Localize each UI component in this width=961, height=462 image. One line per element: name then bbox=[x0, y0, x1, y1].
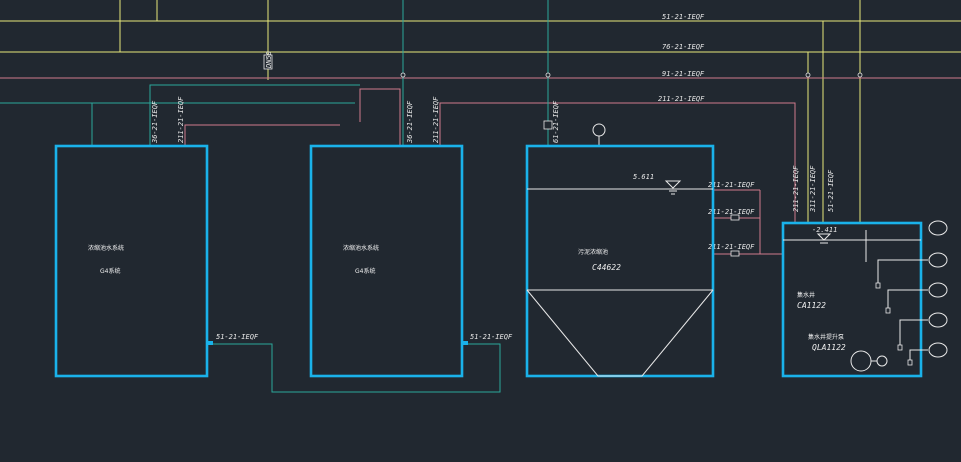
pipe-labels-vertical: 36-21-IEQF 211-21-IEQF 36-21-IEQF 211-21… bbox=[151, 96, 835, 213]
pipe-line-211 bbox=[439, 102, 796, 222]
joint-icon bbox=[545, 72, 551, 78]
probe-line bbox=[887, 289, 928, 308]
valve-tag: DN50 bbox=[265, 51, 273, 69]
instrument-bubbles bbox=[928, 220, 948, 358]
pipe-label: 51-21-IEQF bbox=[662, 13, 705, 21]
joint-icon bbox=[857, 72, 863, 78]
pipe-label: 211-21-IEQF bbox=[658, 95, 705, 103]
joint-icon bbox=[805, 72, 811, 78]
valve-icon[interactable] bbox=[263, 54, 273, 70]
valve-icon[interactable] bbox=[730, 214, 740, 221]
water-level-value: -2.411 bbox=[812, 226, 837, 234]
probe-icon bbox=[875, 282, 881, 289]
valves: DN50 bbox=[263, 51, 863, 257]
level-marker-icon bbox=[664, 180, 682, 189]
pump-name: 集水井提升泵 bbox=[808, 333, 844, 341]
level-marker-icon bbox=[816, 233, 832, 241]
tank-1[interactable]: 浓缩池水系统 G4系统 bbox=[54, 144, 213, 378]
probe-icon bbox=[897, 344, 903, 351]
hopper-cone bbox=[526, 289, 714, 377]
tank-name: 污泥浓缩池 bbox=[578, 248, 608, 256]
tank-name: 浓缩池水系统 bbox=[88, 244, 124, 252]
yellow-pipes bbox=[0, 0, 961, 222]
instrument-icon[interactable] bbox=[928, 312, 948, 328]
pipe-labels: 51-21-IEQF 76-21-IEQF 91-21-IEQF 211-21-… bbox=[216, 13, 755, 341]
water-level-value: 5.611 bbox=[633, 173, 654, 181]
tank-outline bbox=[309, 144, 464, 378]
tank-name: 集水井 bbox=[797, 291, 815, 299]
pipe-label: 211-21-IEQF bbox=[432, 96, 440, 143]
nozzle-icon bbox=[462, 341, 468, 345]
instrument-icon[interactable] bbox=[928, 282, 948, 298]
tank-code: C44622 bbox=[592, 263, 621, 272]
tank-outline bbox=[54, 144, 209, 378]
probe-line bbox=[877, 259, 928, 283]
pipe-label: 211-21-IEQF bbox=[708, 181, 755, 189]
pressure-gauge-icon[interactable] bbox=[592, 123, 606, 137]
pipe-label: 211-21-IEQF bbox=[792, 165, 800, 212]
pipe-connect bbox=[208, 343, 501, 393]
pipe-route bbox=[359, 88, 401, 146]
valve-icon[interactable] bbox=[543, 120, 553, 130]
pipe-label: 36-21-IEQF bbox=[406, 100, 414, 144]
tank-name: 浓缩池水系统 bbox=[343, 244, 379, 252]
pipe-label: 211-21-IEQF bbox=[708, 243, 755, 251]
pipe-label: 211-21-IEQF bbox=[708, 208, 755, 216]
probe-line bbox=[899, 319, 928, 345]
tank-2[interactable]: 浓缩池水系统 G4系统 bbox=[309, 144, 468, 378]
pipe-label: 76-21-IEQF bbox=[662, 43, 705, 51]
joint-icon bbox=[400, 72, 406, 78]
tank-outline bbox=[781, 221, 923, 378]
pipe-label: 91-21-IEQF bbox=[662, 70, 705, 78]
tank-outline bbox=[525, 144, 715, 378]
motor-icon bbox=[876, 355, 888, 367]
teal-pipes bbox=[0, 0, 549, 393]
pipe-label: 61-21-IEQF bbox=[552, 100, 560, 143]
probe-line bbox=[909, 349, 928, 360]
instrument-icon[interactable] bbox=[928, 220, 948, 236]
pipe-route bbox=[149, 84, 360, 146]
pump-code: QLA1122 bbox=[812, 343, 846, 352]
nozzle-icon bbox=[207, 341, 213, 345]
probe-icon bbox=[885, 307, 891, 314]
tank-4[interactable]: -2.411 集水井 CA1122 集水井提升泵 QLA1122 bbox=[781, 221, 928, 378]
pipe-label: 211-21-IEQF bbox=[177, 96, 185, 143]
valve-icon[interactable] bbox=[730, 250, 740, 257]
instrument-icon[interactable] bbox=[928, 342, 948, 358]
pipe-label: 311-21-IEQF bbox=[809, 165, 817, 213]
tank-3[interactable]: 5.611 污泥浓缩池 C44622 bbox=[525, 144, 715, 378]
pipe-label: 36-21-IEQF bbox=[151, 100, 159, 144]
pipe-label: 51-21-IEQF bbox=[470, 333, 513, 341]
pipe-label: 51-21-IEQF bbox=[827, 169, 835, 212]
tank-code: G4系统 bbox=[355, 267, 375, 275]
pipe-route bbox=[184, 124, 340, 146]
pipe-label: 51-21-IEQF bbox=[216, 333, 259, 341]
tank-code: CA1122 bbox=[797, 301, 826, 310]
instrument-icon[interactable] bbox=[928, 252, 948, 268]
pump-icon[interactable] bbox=[850, 350, 872, 372]
probe-icon bbox=[907, 359, 913, 366]
tank-code: G4系统 bbox=[100, 267, 120, 275]
